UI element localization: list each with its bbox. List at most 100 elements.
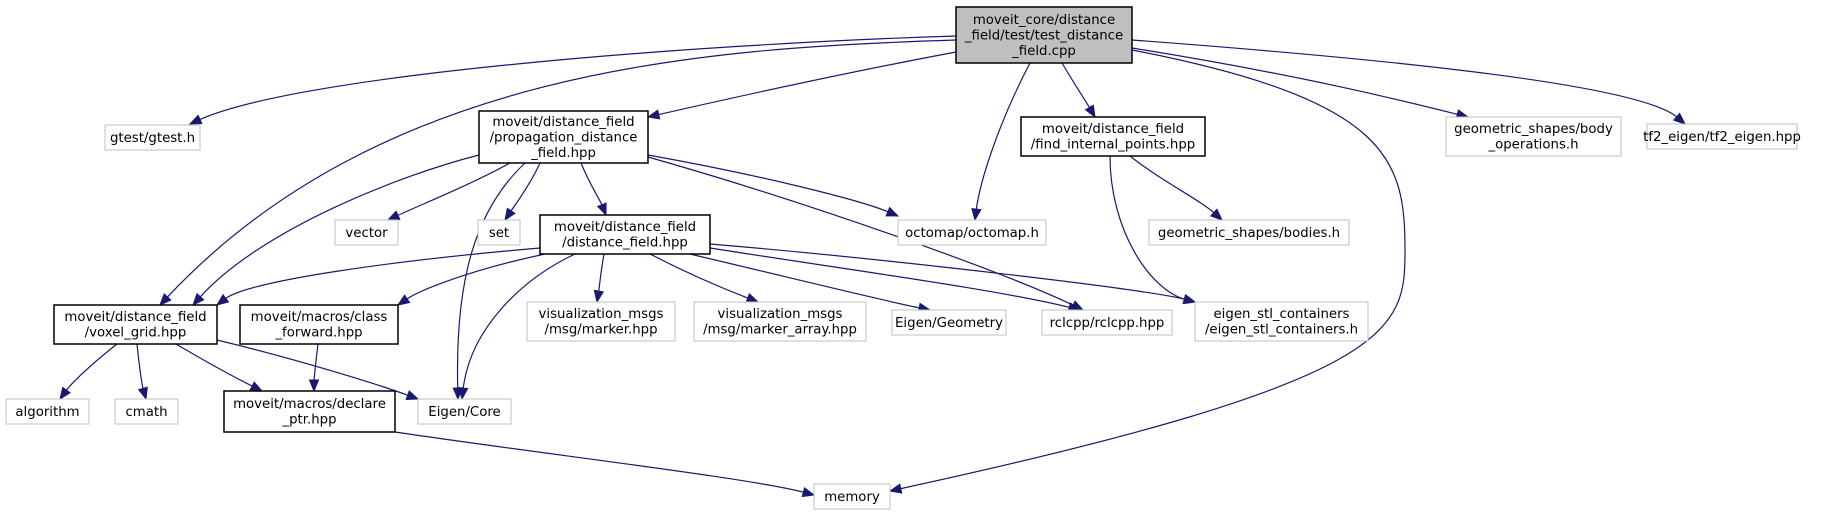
edge-declptr-to-memory [394,431,816,498]
edge-root-to-gtest [188,35,957,125]
node-box [891,309,1007,336]
node-label: moveit_core/distance [973,13,1115,28]
node-label: rclcpp/rclcpp.hpp [1050,316,1165,331]
edge-line [598,253,605,293]
node-label: visualization_msgs [539,307,664,322]
edge-line [510,162,541,213]
edge-line [456,162,526,390]
arrowhead-icon [405,390,420,400]
edge-df-to-voxel [215,247,541,306]
node-label: Eigen/Core [428,405,500,420]
node-box [5,398,90,425]
edge-root-to-memory [888,49,1406,494]
node-box [1194,301,1369,342]
edge-line [975,62,1031,211]
edge-df-to-vmarker [593,253,605,304]
edge-line [198,35,957,121]
node-label: /propagation_distance [490,130,638,145]
arrowhead-icon [215,293,230,306]
edge-find-to-bodies [1129,155,1223,221]
node-label: /voxel_grid.hpp [85,326,187,341]
arrowhead-icon [458,386,469,401]
edge-prop-to-voxel [192,154,480,306]
node-vmarker: visualization_msgs/msg/marker.hpp [526,301,676,342]
node-box [478,110,649,164]
node-cmath: cmath [114,398,179,425]
node-box [114,398,179,425]
node-box [477,219,521,246]
node-voxel[interactable]: moveit/distance_field/voxel_grid.hpp [53,304,218,345]
node-label: /msg/marker.hpp [544,323,657,338]
edge-root-to-voxel [159,39,957,306]
node-memory: memory [813,483,891,510]
node-box [526,301,676,342]
node-label: moveit/distance_field [64,310,206,325]
node-label: moveit/distance_field [1042,122,1184,137]
node-root[interactable]: moveit_core/distance_field/test/test_dis… [955,6,1133,64]
arrowhead-icon [1084,104,1096,119]
edge-line [899,49,1406,490]
edge-line [313,343,319,382]
node-box [53,304,218,345]
node-label: cmath [125,405,167,420]
node-classfwd[interactable]: moveit/macros/class_forward.hpp [239,304,399,345]
arrowhead-icon [159,293,172,306]
edge-line [462,253,576,390]
node-box [897,219,1047,246]
edge-line [396,162,511,217]
edge-line [1109,155,1186,301]
arrowhead-icon [1209,208,1223,221]
edge-df-to-classfwd [396,253,546,306]
edge-line [1131,47,1459,116]
node-label: _field.hpp [530,146,596,161]
node-label: geometric_shapes/body [1454,122,1613,137]
arrowhead-icon [745,292,760,303]
node-label: memory [824,490,880,505]
edge-df-to-eigenstl [709,243,1197,305]
node-box [334,219,399,246]
node-label: moveit/macros/declare [233,397,386,412]
node-prop[interactable]: moveit/distance_field/propagation_distan… [478,110,649,164]
node-label: gtest/gtest.h [110,131,195,146]
node-box [1148,219,1350,246]
node-geometry: Eigen/Geometry [891,309,1007,336]
edge-line [709,243,1186,301]
node-label: _field.cpp [1011,44,1076,59]
node-box [1445,116,1622,157]
arrowhead-icon [188,114,203,125]
node-find[interactable]: moveit/distance_field/find_internal_poin… [1020,116,1206,157]
edge-df-to-vmarkerarr [649,253,760,303]
node-body: geometric_shapes/body_operations.h [1445,116,1622,157]
node-label: octomap/octomap.h [905,226,1039,241]
arrowhead-icon [646,109,661,120]
edge-root-to-octomap [971,62,1031,222]
arrowhead-icon [596,202,607,217]
node-vmarkerarr: visualization_msgs/msg/marker_array.hpp [693,301,867,342]
edge-line [657,51,957,116]
node-label: moveit/distance_field [554,220,696,235]
node-label: moveit/macros/class [251,310,388,325]
node-tf2: tf2_eigen/tf2_eigen.hpp [1643,123,1801,150]
edge-line [1129,155,1216,214]
edge-root-to-find [1061,62,1096,119]
node-box [955,6,1133,64]
edge-classfwd-to-declptr [308,343,320,393]
arrowhead-icon [59,386,71,401]
node-label: tf2_eigen/tf2_eigen.hpp [1643,130,1801,145]
node-rclcpp: rclcpp/rclcpp.hpp [1041,309,1173,336]
edge-line [709,247,1071,309]
node-label: _ptr.hpp [281,413,336,428]
edge-root-to-tf2 [1131,39,1686,125]
node-df[interactable]: moveit/distance_field/distance_field.hpp [539,214,711,255]
node-label: _operations.h [1487,138,1578,153]
edge-line [647,156,1075,307]
node-label: _field/test/test_distance [964,28,1123,43]
edge-voxel-to-cmath [136,343,148,401]
node-declptr[interactable]: moveit/macros/declare_ptr.hpp [223,390,396,433]
node-box [813,483,891,510]
arrowhead-icon [971,207,982,222]
edge-voxel-to-algorithm [59,343,118,401]
arrowhead-icon [885,206,900,217]
node-gtest: gtest/gtest.h [104,124,201,151]
